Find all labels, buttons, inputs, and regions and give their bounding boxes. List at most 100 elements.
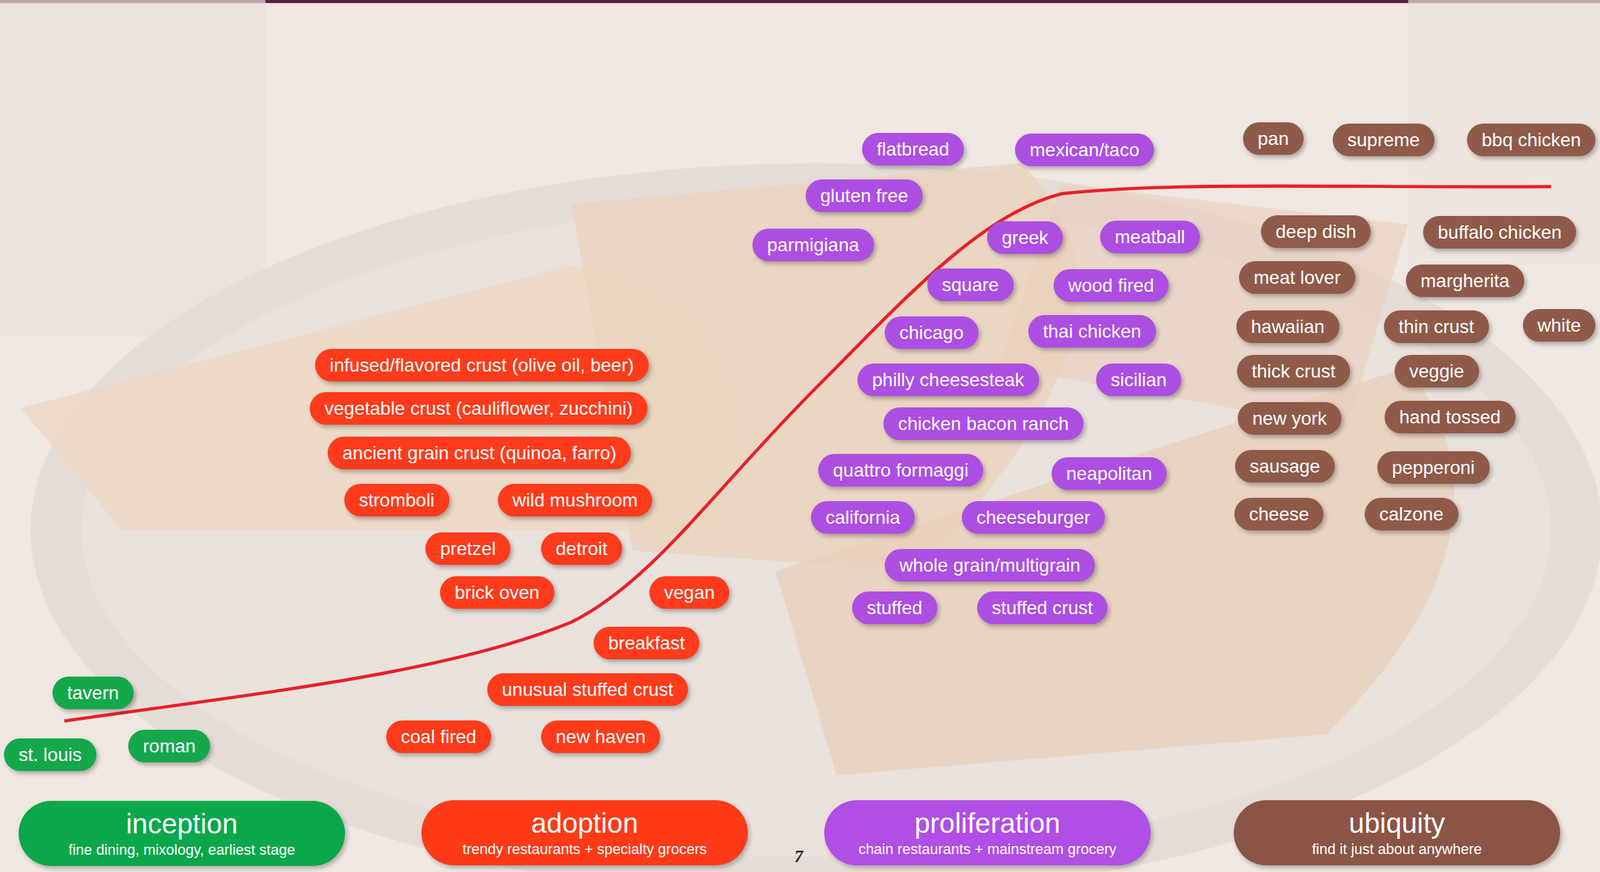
- pill-label: quattro formaggi: [832, 454, 969, 487]
- pill-label: cheese: [1249, 497, 1309, 531]
- pill-label: stromboli: [358, 483, 435, 517]
- pill-label: deep dish: [1275, 215, 1357, 248]
- stage-pill: proliferationchain restaurants + mainstr…: [824, 800, 1151, 866]
- pill-label: calzone: [1379, 497, 1444, 531]
- pill-label: gluten free: [820, 179, 909, 213]
- style-pill: calzone: [1364, 497, 1459, 531]
- style-pill: sicilian: [1096, 363, 1182, 397]
- pill-label: neapolitan: [1066, 457, 1152, 490]
- style-pill: ancient grain crust (quinoa, farro): [327, 436, 631, 470]
- pill-label: square: [941, 268, 1000, 302]
- style-pill: detroit: [541, 532, 623, 566]
- style-pill: chicago: [884, 316, 979, 349]
- style-pill: brick oven: [440, 576, 555, 609]
- style-pill: vegetable crust (cauliflower, zucchini): [309, 392, 648, 425]
- pill-label: meatball: [1114, 220, 1186, 254]
- style-pill: whole grain/multigrain: [884, 549, 1095, 582]
- stage-title: adoption: [434, 806, 735, 841]
- style-pill: gluten free: [805, 179, 923, 213]
- style-pill: neapolitan: [1051, 457, 1167, 490]
- pill-label: chicago: [899, 316, 964, 349]
- pill-label: roman: [142, 729, 196, 763]
- style-pill: meatball: [1100, 220, 1200, 254]
- glass-shape: [1407, 0, 1600, 266]
- stage-title: proliferation: [837, 806, 1138, 841]
- style-pill: supreme: [1332, 123, 1435, 157]
- style-pill: unusual stuffed crust: [487, 673, 688, 706]
- style-pill: thick crust: [1237, 354, 1351, 388]
- pill-label: vegetable crust (cauliflower, zucchini): [324, 392, 633, 425]
- style-pill: flatbread: [862, 132, 964, 166]
- pill-label: brick oven: [454, 576, 540, 609]
- style-pill: roman: [128, 729, 211, 763]
- pill-label: pretzel: [440, 532, 496, 566]
- pill-label: stuffed: [866, 591, 923, 625]
- pill-label: new haven: [555, 720, 646, 754]
- pill-label: thai chicken: [1042, 315, 1142, 348]
- pill-label: wood fired: [1068, 269, 1154, 302]
- style-pill: vegan: [649, 576, 730, 609]
- style-pill: st. louis: [3, 738, 97, 772]
- pill-label: thick crust: [1251, 354, 1336, 388]
- pill-label: greek: [1001, 221, 1049, 254]
- style-pill: thin crust: [1383, 310, 1489, 343]
- style-pill: breakfast: [593, 626, 700, 660]
- style-pill: cheese: [1234, 497, 1324, 531]
- pill-label: detroit: [555, 532, 608, 566]
- style-pill: greek: [987, 221, 1063, 254]
- stage-subtitle: find it just about anywhere: [1247, 840, 1547, 859]
- stage-subtitle: trendy restaurants + specialty grocers: [434, 840, 735, 859]
- adoption-curve: [64, 186, 1552, 722]
- glass-shape: [0, 0, 266, 337]
- style-pill: pan: [1243, 122, 1304, 155]
- style-pill: buffalo chicken: [1423, 216, 1577, 249]
- style-pill: stuffed: [852, 591, 938, 625]
- pill-label: cheeseburger: [976, 501, 1091, 534]
- pill-label: philly cheesesteak: [872, 363, 1025, 397]
- style-pill: margherita: [1405, 264, 1525, 298]
- pizza-slice: [775, 366, 1455, 776]
- style-pill: deep dish: [1260, 215, 1371, 248]
- pill-label: whole grain/multigrain: [899, 549, 1081, 582]
- pill-label: sicilian: [1110, 363, 1167, 397]
- pill-label: hawaiian: [1251, 310, 1325, 343]
- pill-label: bbq chicken: [1481, 123, 1581, 157]
- stage-subtitle: chain restaurants + mainstream grocery: [837, 840, 1138, 859]
- style-pill: thai chicken: [1028, 315, 1156, 348]
- style-pill: philly cheesesteak: [857, 363, 1039, 397]
- pill-label: california: [825, 501, 901, 534]
- style-pill: white: [1522, 309, 1596, 342]
- style-pill: parmigiana: [752, 228, 875, 262]
- pill-label: unusual stuffed crust: [501, 673, 674, 706]
- style-pill: infused/flavored crust (olive oil, beer): [315, 348, 649, 382]
- stage-subtitle: fine dining, mixology, earliest stage: [31, 840, 332, 860]
- pill-label: parmigiana: [767, 228, 860, 262]
- pill-label: coal fired: [400, 720, 477, 754]
- pill-label: st. louis: [18, 738, 82, 772]
- pill-label: supreme: [1347, 123, 1420, 157]
- style-pill: mexican/taco: [1015, 133, 1154, 167]
- style-pill: new york: [1237, 402, 1342, 435]
- style-pill: coal fired: [386, 720, 492, 754]
- style-pill: wood fired: [1053, 269, 1169, 302]
- stage-pill: ubiquityfind it just about anywhere: [1233, 800, 1561, 866]
- pill-label: pan: [1257, 122, 1289, 155]
- pill-label: veggie: [1409, 354, 1465, 388]
- pill-label: margherita: [1420, 264, 1510, 298]
- pill-label: white: [1537, 309, 1581, 342]
- pizza-slice: [999, 183, 1408, 429]
- pill-label: sausage: [1249, 450, 1321, 483]
- pill-label: thin crust: [1398, 310, 1475, 343]
- style-pill: meat lover: [1239, 261, 1356, 294]
- style-pill: tavern: [52, 676, 134, 710]
- style-pill: square: [927, 268, 1014, 302]
- style-pill: stromboli: [344, 483, 450, 517]
- pill-label: infused/flavored crust (olive oil, beer): [329, 348, 635, 382]
- style-pill: chicken bacon ranch: [883, 407, 1084, 441]
- stage-pill: inceptionfine dining, mixology, earliest…: [18, 800, 345, 867]
- pill-label: vegan: [664, 576, 715, 609]
- pill-label: tavern: [67, 676, 119, 710]
- pill-label: flatbread: [876, 132, 950, 166]
- stage-pill: adoptiontrendy restaurants + specialty g…: [421, 800, 748, 866]
